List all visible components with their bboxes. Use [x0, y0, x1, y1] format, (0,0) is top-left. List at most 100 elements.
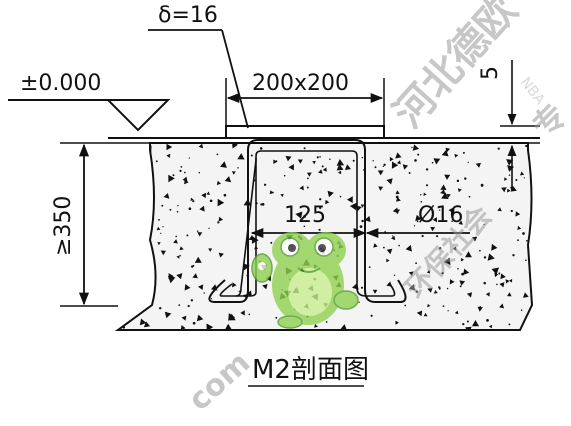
concrete-aggregate	[307, 177, 309, 180]
concrete-aggregate	[114, 259, 116, 261]
concrete-aggregate	[479, 249, 481, 252]
concrete-aggregate	[523, 292, 529, 298]
concrete-aggregate	[423, 192, 427, 196]
concrete-aggregate	[446, 287, 449, 290]
concrete-aggregate	[497, 147, 500, 150]
concrete-aggregate	[433, 158, 441, 165]
elevation-label: ±0.000	[20, 71, 101, 96]
concrete-aggregate	[280, 193, 284, 198]
concrete-aggregate	[433, 290, 438, 294]
concrete-aggregate	[231, 171, 236, 175]
concrete-aggregate	[136, 307, 138, 309]
concrete-aggregate	[238, 290, 241, 293]
embedded-plate	[225, 125, 385, 139]
concrete-aggregate	[176, 255, 180, 259]
watermark-company: 河北德欧	[385, 0, 526, 137]
concrete-aggregate	[508, 174, 511, 176]
concrete-aggregate	[218, 216, 224, 222]
top-offset-label: 5	[478, 66, 503, 80]
concrete-aggregate	[188, 207, 192, 211]
concrete-aggregate	[416, 310, 423, 317]
concrete-aggregate	[208, 227, 210, 229]
concrete-aggregate	[404, 304, 407, 307]
concrete-aggregate	[370, 314, 373, 317]
embed-depth-dimension: ≥350	[51, 143, 118, 307]
concrete-aggregate	[121, 215, 126, 220]
concrete-aggregate	[218, 252, 224, 258]
concrete-aggregate	[177, 205, 179, 207]
concrete-aggregate	[180, 325, 186, 330]
concrete-aggregate	[391, 235, 396, 241]
concrete-aggregate	[465, 326, 472, 330]
concrete-aggregate	[217, 198, 225, 207]
concrete-aggregate	[225, 323, 232, 330]
concrete-aggregate	[166, 153, 171, 158]
concrete-aggregate	[515, 211, 521, 217]
concrete-aggregate	[438, 286, 441, 289]
concrete-aggregate	[382, 165, 385, 167]
concrete-aggregate	[321, 165, 324, 168]
concrete-aggregate	[441, 149, 449, 157]
concrete-aggregate	[125, 256, 128, 259]
concrete-aggregate	[525, 144, 528, 148]
concrete-aggregate	[483, 256, 487, 259]
concrete-aggregate	[352, 159, 355, 162]
concrete-aggregate	[393, 274, 396, 276]
concrete-aggregate	[126, 235, 129, 238]
concrete-aggregate	[395, 196, 401, 202]
concrete-aggregate	[203, 292, 205, 294]
concrete-aggregate	[326, 200, 328, 202]
concrete-aggregate	[318, 228, 321, 231]
concrete-aggregate	[368, 266, 371, 268]
concrete-aggregate	[440, 189, 446, 195]
concrete-aggregate	[361, 219, 364, 223]
concrete-aggregate	[176, 273, 183, 280]
concrete-aggregate	[199, 205, 205, 212]
concrete-aggregate	[364, 215, 371, 223]
concrete-aggregate	[125, 293, 130, 298]
concrete-aggregate	[483, 223, 485, 226]
concrete-aggregate	[141, 188, 147, 193]
concrete-aggregate	[430, 226, 436, 232]
concrete-aggregate	[160, 232, 162, 235]
concrete-aggregate	[436, 235, 439, 238]
concrete-aggregate	[297, 159, 303, 164]
concrete-aggregate	[261, 203, 265, 206]
concrete-aggregate	[440, 184, 447, 190]
concrete-aggregate	[441, 272, 444, 275]
concrete-aggregate	[232, 282, 237, 288]
concrete-aggregate	[419, 194, 422, 196]
concrete-aggregate	[485, 292, 490, 297]
concrete-aggregate	[220, 161, 227, 168]
plate-thickness-label: δ=16	[158, 3, 218, 28]
concrete-aggregate	[114, 252, 116, 254]
concrete-aggregate	[318, 169, 323, 174]
concrete-aggregate	[477, 306, 483, 312]
concrete-aggregate	[156, 226, 161, 231]
concrete-aggregate	[312, 160, 316, 165]
concrete-aggregate	[237, 167, 239, 169]
concrete-aggregate	[398, 244, 400, 247]
concrete-aggregate	[520, 171, 525, 176]
concrete-aggregate	[454, 310, 459, 315]
concrete-aggregate	[122, 325, 126, 329]
plate-size-dimension: 200x200	[225, 71, 385, 126]
concrete-aggregate	[415, 214, 422, 222]
concrete-aggregate	[508, 323, 511, 326]
concrete-aggregate	[179, 255, 181, 257]
concrete-aggregate	[458, 220, 463, 225]
concrete-aggregate	[270, 241, 273, 244]
concrete-aggregate	[389, 156, 394, 162]
concrete-aggregate	[466, 320, 469, 323]
concrete-aggregate	[525, 259, 527, 261]
concrete-aggregate	[441, 192, 449, 200]
concrete-aggregate	[464, 177, 467, 180]
concrete-aggregate	[515, 178, 518, 182]
concrete-aggregate	[344, 164, 351, 170]
concrete-aggregate	[472, 320, 480, 327]
concrete-aggregate	[468, 195, 471, 198]
concrete-aggregate	[459, 280, 466, 286]
concrete-aggregate	[168, 174, 175, 183]
concrete-aggregate	[159, 307, 162, 310]
concrete-aggregate	[378, 186, 384, 191]
